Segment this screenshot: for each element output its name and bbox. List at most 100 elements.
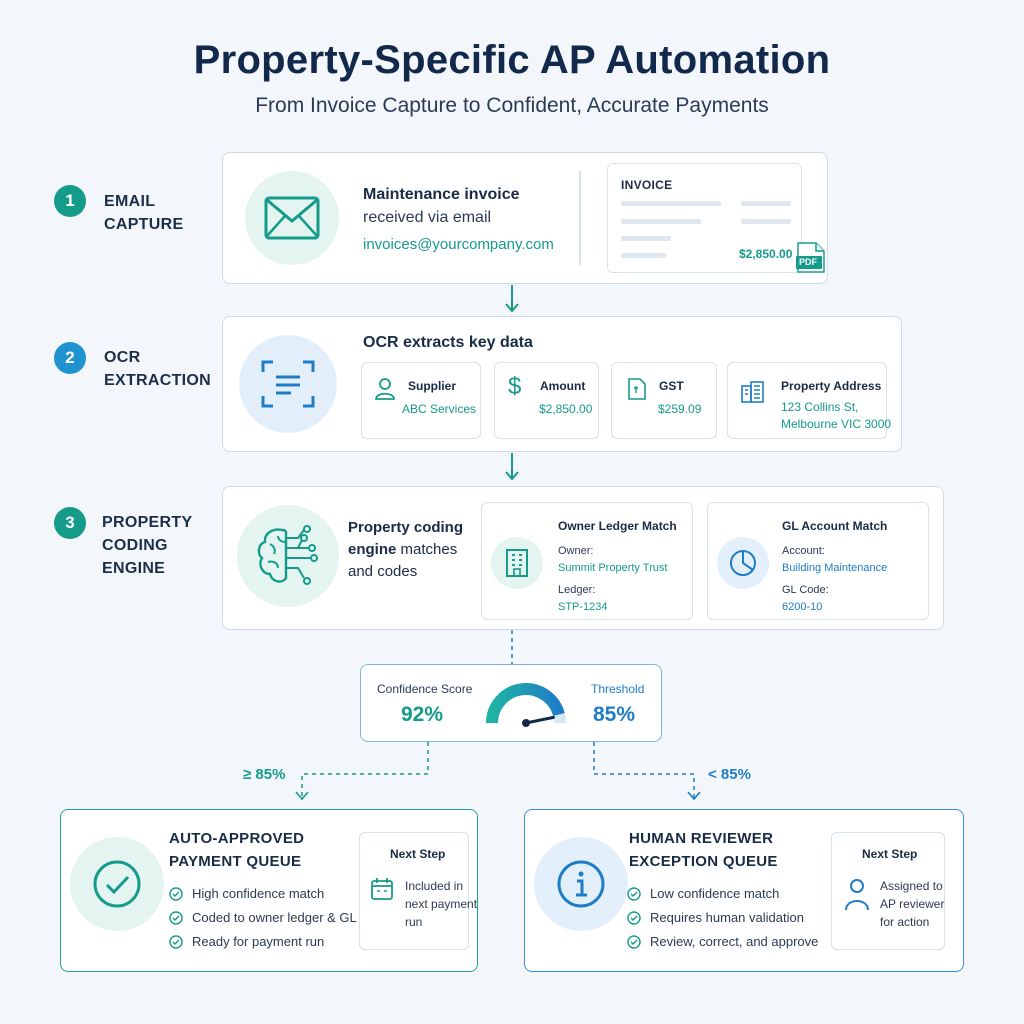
invoice-amount: $2,850.00: [739, 247, 793, 261]
field-value: Melbourne VIC 3000: [781, 417, 892, 431]
invoice-line: [741, 219, 791, 224]
approved-title-line1: AUTO-APPROVED: [169, 830, 305, 847]
confidence-score-box: Confidence Score 92% Threshold 85%: [360, 664, 662, 742]
gl-account-match: GL Account Match Account: Building Maint…: [707, 502, 929, 620]
user-icon: [375, 378, 395, 400]
page-title: Property-Specific AP Automation: [193, 38, 831, 82]
envelope-icon: [245, 171, 339, 265]
field-value: $2,850.00: [539, 402, 593, 416]
calendar-icon: [371, 878, 393, 900]
ocr-extraction-card: OCR extracts key data Supplier ABC Servi…: [222, 316, 902, 452]
review-next-step: Next Step Assigned to AP reviewer for ac…: [831, 832, 945, 950]
field-supplier: Supplier ABC Services: [361, 362, 481, 439]
gl-match-title: GL Account Match: [782, 519, 888, 533]
approved-check-item: High confidence match: [169, 886, 324, 901]
review-check-item: Low confidence match: [627, 886, 779, 901]
person-icon: [845, 879, 869, 911]
check-icon: [169, 910, 183, 925]
branch-label-high: ≥ 85%: [243, 766, 286, 783]
email-line2: received via email: [363, 209, 492, 226]
branch-label-low: < 85%: [708, 766, 751, 783]
review-check-item: Requires human validation: [627, 910, 804, 925]
email-address[interactable]: invoices@yourcompany.com: [363, 236, 554, 253]
approved-check-item: Coded to owner ledger & GL: [169, 910, 357, 925]
confidence-score-label: Confidence Score: [377, 682, 473, 696]
divider: [579, 171, 581, 265]
field-property-address: Property Address 123 Collins St, Melbour…: [727, 362, 891, 439]
ledger-value: STP-1234: [558, 601, 608, 613]
human-reviewer-queue: HUMAN REVIEWER EXCEPTION QUEUE Low confi…: [524, 809, 964, 972]
account-label: Account:: [782, 545, 825, 557]
owner-ledger-match: Owner Ledger Match Owner: Summit Propert…: [481, 502, 693, 620]
office-building-icon: [491, 537, 543, 589]
invoice-preview: INVOICE $2,850.00: [607, 163, 802, 273]
receipt-icon: [628, 378, 646, 400]
gl-code-value: 6200-10: [782, 601, 823, 613]
flow-arrow: [505, 285, 519, 313]
approved-next-step: Next Step Included in next payment run: [359, 832, 477, 950]
page-subtitle: From Invoice Capture to Confident, Accur…: [255, 94, 769, 117]
field-value: $259.09: [658, 402, 702, 416]
invoice-label: INVOICE: [621, 178, 673, 192]
field-label: Supplier: [408, 379, 457, 393]
account-value: Building Maintenance: [782, 562, 888, 574]
check-icon: [627, 934, 641, 949]
auto-approved-queue: AUTO-APPROVED PAYMENT QUEUE High confide…: [60, 809, 478, 972]
threshold-value: 85%: [593, 703, 636, 726]
field-label: Property Address: [781, 379, 882, 393]
dashed-connector: [511, 630, 513, 666]
field-value: 123 Collins St,: [781, 400, 859, 414]
review-title-line2: EXCEPTION QUEUE: [629, 853, 778, 870]
scan-document-icon: [239, 335, 337, 433]
next-step-title: Next Step: [390, 847, 446, 861]
threshold-label: Threshold: [591, 682, 645, 696]
info-icon: [534, 837, 628, 931]
check-icon: [169, 886, 183, 901]
field-label: GST: [659, 379, 684, 393]
ocr-heading: OCR extracts key data: [363, 334, 533, 351]
next-step-title: Next Step: [862, 847, 918, 861]
review-check-item: Review, correct, and approve: [627, 934, 818, 949]
owner-value: Summit Property Trust: [558, 562, 668, 574]
owner-match-title: Owner Ledger Match: [558, 519, 677, 533]
email-capture-card: Maintenance invoice received via email i…: [222, 152, 828, 284]
step-1-number: 1: [54, 185, 86, 217]
check-circle-icon: [70, 837, 164, 931]
check-icon: [627, 910, 641, 925]
gl-code-label: GL Code:: [782, 584, 829, 596]
ledger-label: Ledger:: [558, 584, 596, 596]
field-gst: GST $259.09: [611, 362, 717, 439]
step-3-number: 3: [54, 507, 86, 539]
email-heading: Maintenance invoice: [363, 186, 520, 203]
review-title-line1: HUMAN REVIEWER: [629, 830, 774, 847]
flow-arrow: [505, 453, 519, 481]
property-coding-card: Property coding engine matches and codes…: [222, 486, 944, 630]
owner-label: Owner:: [558, 545, 594, 557]
pie-chart-icon: [717, 537, 769, 589]
field-value: ABC Services: [402, 402, 477, 416]
confidence-score-value: 92%: [401, 703, 444, 726]
invoice-line: [621, 219, 701, 224]
field-amount: $ Amount $2,850.00: [494, 362, 599, 439]
check-icon: [627, 886, 641, 901]
coding-heading-line3: and codes: [348, 563, 418, 580]
coding-heading-line1: Property coding: [348, 519, 464, 536]
invoice-line: [621, 253, 666, 258]
step-2-number: 2: [54, 342, 86, 374]
approved-check-item: Ready for payment run: [169, 934, 324, 949]
invoice-line: [741, 201, 791, 206]
gauge-icon: [486, 683, 566, 727]
approved-title-line2: PAYMENT QUEUE: [169, 853, 302, 870]
next-step-text: Included in next payment run: [405, 879, 478, 929]
branch-connectors: [295, 742, 701, 801]
invoice-line: [621, 236, 671, 241]
invoice-line: [621, 201, 721, 206]
pdf-badge-label: PDF: [799, 257, 817, 267]
check-icon: [169, 934, 183, 949]
coding-heading-line2: engine matches: [348, 541, 458, 558]
brain-circuit-icon: [237, 505, 339, 607]
pdf-file-icon[interactable]: PDF: [796, 241, 826, 274]
